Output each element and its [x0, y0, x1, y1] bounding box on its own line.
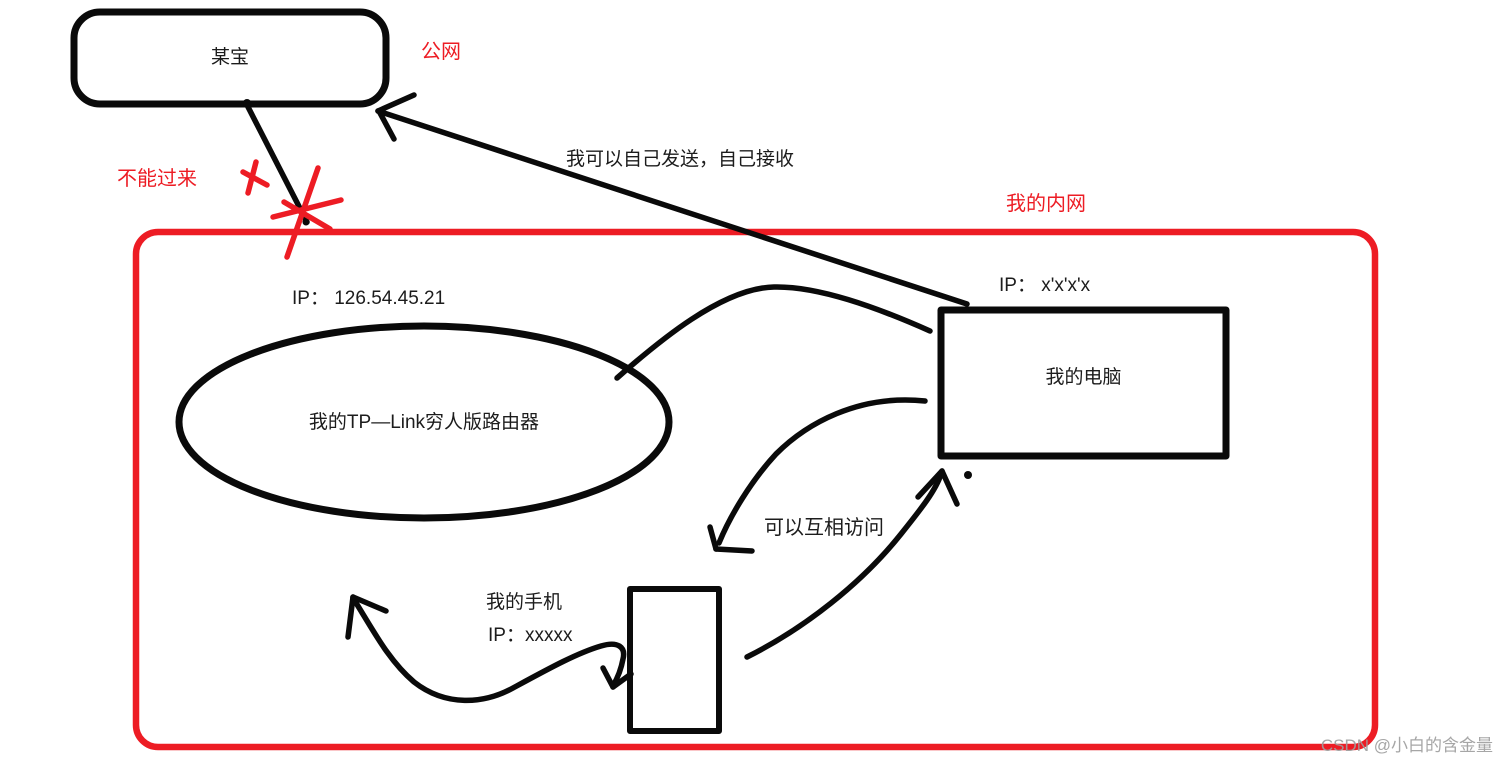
mutual-access-label: 可以互相访问: [764, 517, 884, 539]
mutual-access-arrow-down: [707, 397, 928, 554]
small-x-mark: [245, 159, 259, 196]
phone-squiggle-arrow: [345, 594, 634, 704]
taobao-node-label: 某宝: [210, 46, 249, 68]
computer-ip-label: IP： x'x'x'x: [999, 275, 1091, 296]
phone-node-shape: [627, 586, 722, 734]
small-x-mark: [240, 169, 270, 188]
self-send-label: 我可以自己发送，自己接收: [566, 149, 795, 170]
intranet-label: 我的内网: [1006, 193, 1086, 215]
blocked-x-marks: [240, 159, 344, 260]
big-x-stroke: [270, 197, 344, 220]
self-send-arrow: [375, 92, 970, 307]
taobao-node-shape: [70, 8, 390, 108]
computer-node-label: 我的电脑: [1045, 367, 1122, 389]
router-computer-curve: [614, 284, 933, 381]
computer-node-shape: [937, 306, 1230, 460]
csdn-watermark: CSDN @小白的含金量: [1320, 736, 1493, 755]
big-x-stroke: [281, 199, 333, 232]
taobao-blocked-line: [243, 99, 310, 226]
router-node-shape: [175, 322, 673, 522]
phone-node-label: 我的手机: [486, 592, 563, 613]
router-ip-label: IP： 126.54.45.21: [292, 288, 446, 309]
router-node-label: 我的TP—Link穷人版路由器: [308, 412, 540, 434]
phone-ip-label: IP：xxxxx: [488, 625, 573, 646]
public-net-label: 公网: [421, 41, 461, 63]
mutual-access-arrow-up: [744, 468, 972, 660]
cannot-pass-label: 不能过来: [117, 168, 197, 190]
